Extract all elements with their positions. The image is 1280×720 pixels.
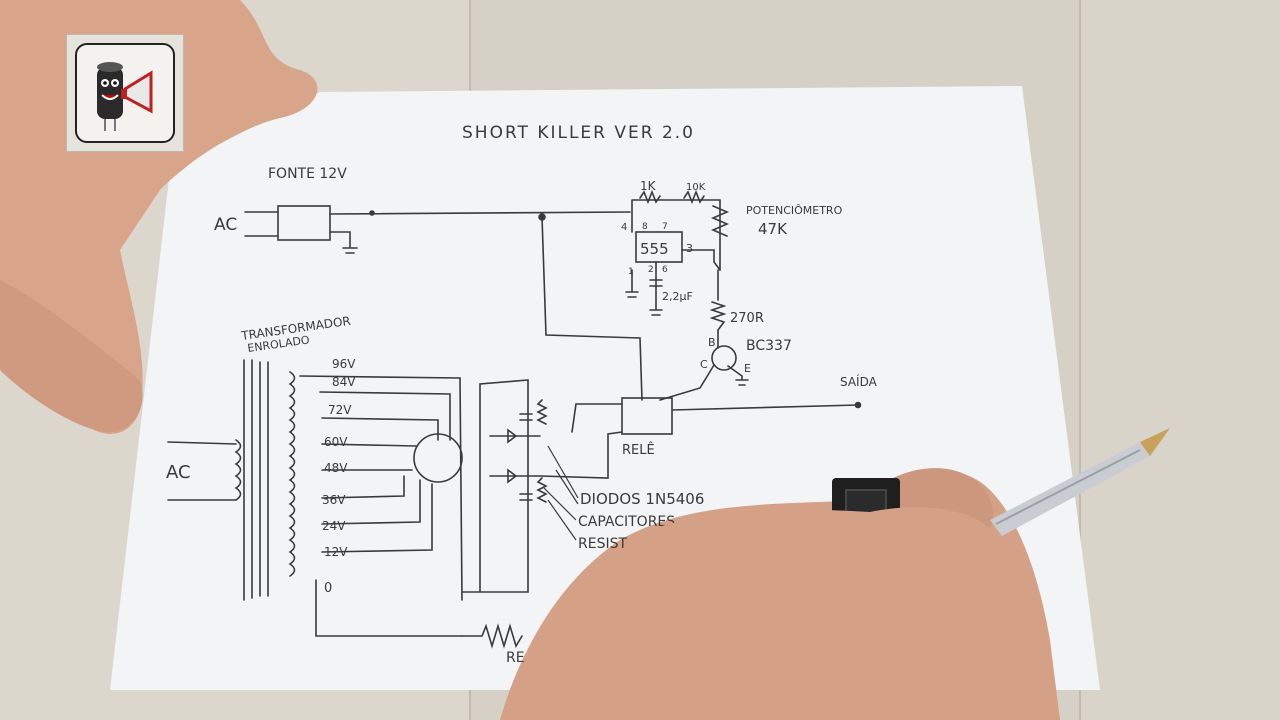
label-pin3: 3: [686, 242, 693, 255]
label-pin4: 4: [621, 222, 627, 233]
label-transistor: BC337: [746, 338, 792, 354]
label-rele: RELÊ: [622, 442, 655, 458]
badge-frame: [75, 43, 175, 143]
sheet-title: SHORT KILLER VER 2.0: [462, 123, 695, 143]
label-saida: SAÍDA: [840, 374, 878, 389]
label-ac-left: AC: [166, 462, 191, 483]
label-diodos: DIODOS 1N5406: [580, 490, 704, 508]
schematic: [167, 189, 862, 649]
label-pin6: 6: [662, 265, 668, 275]
label-resistores: RESIST: [578, 536, 627, 552]
label-r270: 270R: [730, 311, 764, 326]
channel-badge: [66, 34, 184, 152]
label-pin7: 7: [662, 222, 668, 232]
capacitor-megaphone-icon: [97, 62, 153, 131]
pen: [990, 428, 1170, 536]
label-r1k: 1K: [640, 179, 657, 193]
tap-12v: 12V: [324, 545, 348, 559]
tap-60v: 60V: [324, 435, 348, 449]
label-pin1: 1: [628, 267, 634, 277]
label-potenciometro: POTENCIÔMETRO: [746, 204, 843, 217]
label-pin8: 8: [642, 222, 648, 232]
label-cap: 2,2µF: [662, 290, 693, 303]
tap-96v: 96V: [332, 357, 356, 371]
label-pot-value: 47K: [758, 220, 788, 238]
label-pin-e: E: [744, 362, 751, 375]
label-capacitores: CAPACITORES: [578, 514, 675, 530]
label-r10k: 10K: [686, 182, 706, 193]
right-hand-overlay: [540, 507, 1050, 720]
label-pin-c: C: [700, 358, 708, 371]
tap-0: 0: [324, 581, 332, 596]
label-ac-top: AC: [214, 215, 237, 235]
label-fonte: FONTE 12V: [268, 166, 347, 182]
label-ic555: 555: [640, 240, 669, 258]
tap-36v: 36V: [322, 493, 346, 507]
tap-72v: 72V: [328, 403, 352, 417]
label-pin-b: B: [708, 336, 716, 349]
tap-84v: 84V: [332, 375, 356, 389]
tap-48v: 48V: [324, 461, 348, 475]
label-arrows: [543, 445, 579, 541]
label-pin2: 2: [648, 265, 654, 275]
left-thumb: [0, 280, 143, 432]
tap-24v: 24V: [322, 519, 346, 533]
label-bottom-r: RE: [506, 650, 525, 666]
